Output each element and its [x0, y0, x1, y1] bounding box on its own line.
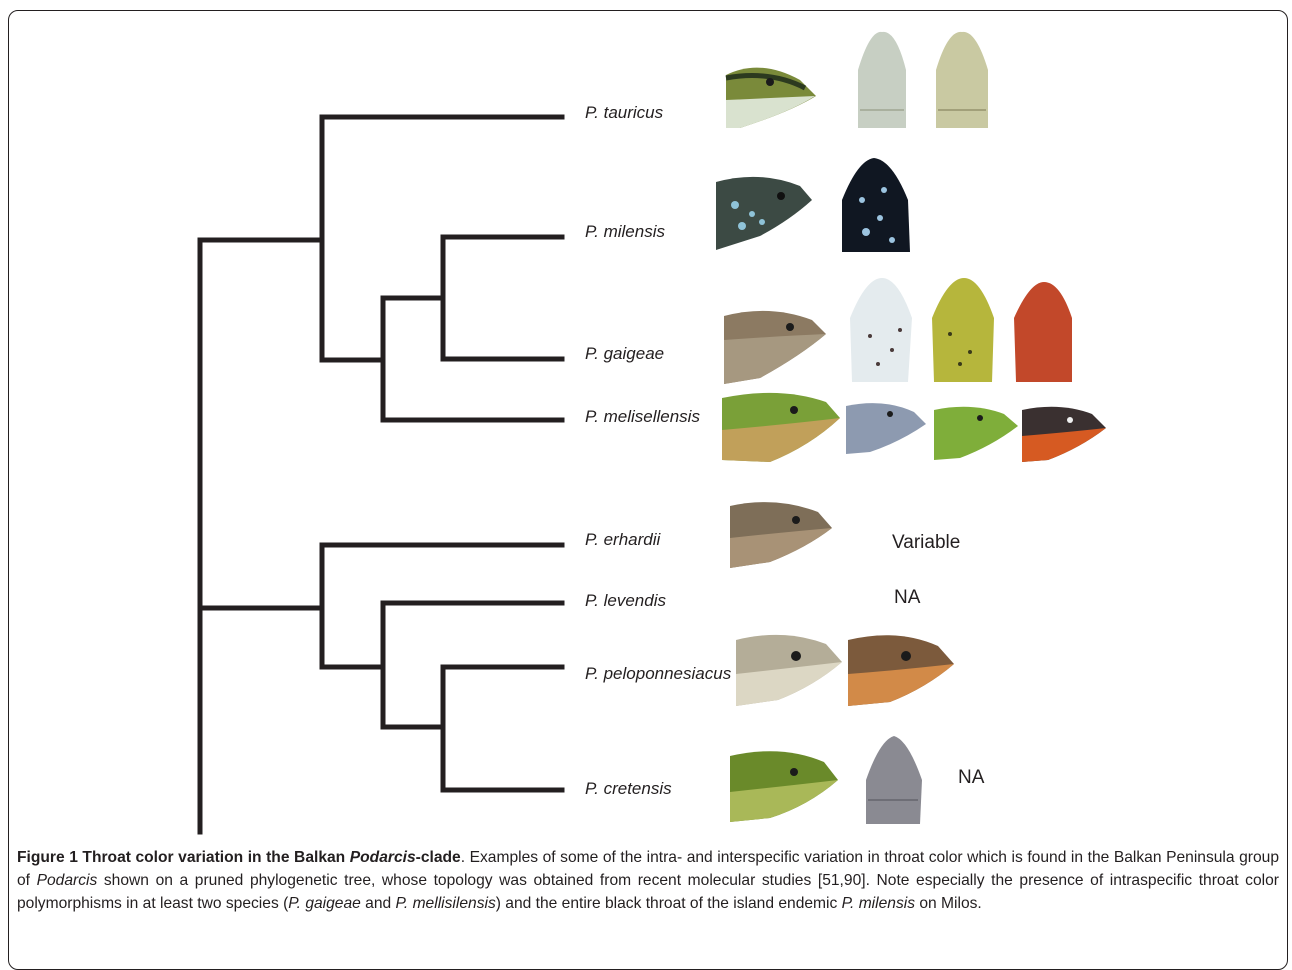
photo-melisellensis-head-3: [934, 407, 1018, 460]
caption-text-3: ) and the entire black throat of the isl…: [496, 895, 842, 912]
photo-melisellensis-head-1: [722, 393, 840, 462]
annotation-levendis-na: NA: [894, 587, 920, 609]
caption-and: and: [361, 895, 396, 912]
photo-gaigeae-throat-3: [1014, 282, 1072, 382]
taxon-label-erhardii: P. erhardii: [585, 530, 660, 550]
photo-melisellensis-head-4: [1022, 407, 1106, 462]
photo-gaigeae-head: [724, 311, 826, 384]
caption-species-2: P. mellisilensis: [396, 895, 496, 912]
taxon-label-cretensis: P. cretensis: [585, 779, 672, 799]
taxon-label-peloponnesiacus: P. peloponnesiacus: [585, 664, 731, 684]
caption-label-suffix: -clade: [416, 849, 461, 866]
caption-species-1: P. gaigeae: [288, 895, 361, 912]
taxon-label-gaigeae: P. gaigeae: [585, 344, 664, 364]
annotation-cretensis-na: NA: [958, 767, 984, 789]
photo-cretensis-throat: [866, 736, 922, 824]
caption-genus: Podarcis: [37, 872, 98, 889]
photo-peloponnesiacus-head-1: [736, 635, 842, 706]
photo-tauricus-throat-1: [858, 32, 906, 128]
photo-gaigeae-throat-1: [850, 278, 912, 382]
photo-cretensis-head: [730, 751, 838, 822]
photo-melisellensis-head-2: [846, 403, 926, 454]
taxon-label-tauricus: P. tauricus: [585, 103, 663, 123]
caption-label: Figure 1 Throat color variation in the B…: [17, 849, 461, 866]
taxon-label-melisellensis: P. melisellensis: [585, 407, 700, 427]
photo-milensis-head: [716, 177, 812, 250]
caption-label-genus: Podarcis: [350, 849, 416, 866]
photo-tauricus-throat-2: [936, 32, 988, 128]
photo-gaigeae-throat-2: [932, 278, 994, 382]
photo-erhardii-head: [730, 502, 832, 568]
photo-tauricus-head: [724, 48, 816, 130]
caption-label-prefix: Figure 1 Throat color variation in the B…: [17, 849, 350, 866]
photo-peloponnesiacus-head-2: [848, 635, 954, 706]
taxon-label-milensis: P. milensis: [585, 222, 665, 242]
caption-text-4: on Milos.: [915, 895, 982, 912]
taxon-label-levendis: P. levendis: [585, 591, 666, 611]
figure-caption: Figure 1 Throat color variation in the B…: [17, 846, 1279, 915]
photo-milensis-throat: [842, 158, 910, 252]
caption-species-3: P. milensis: [842, 895, 915, 912]
annotation-erhardii-variable: Variable: [892, 532, 960, 554]
